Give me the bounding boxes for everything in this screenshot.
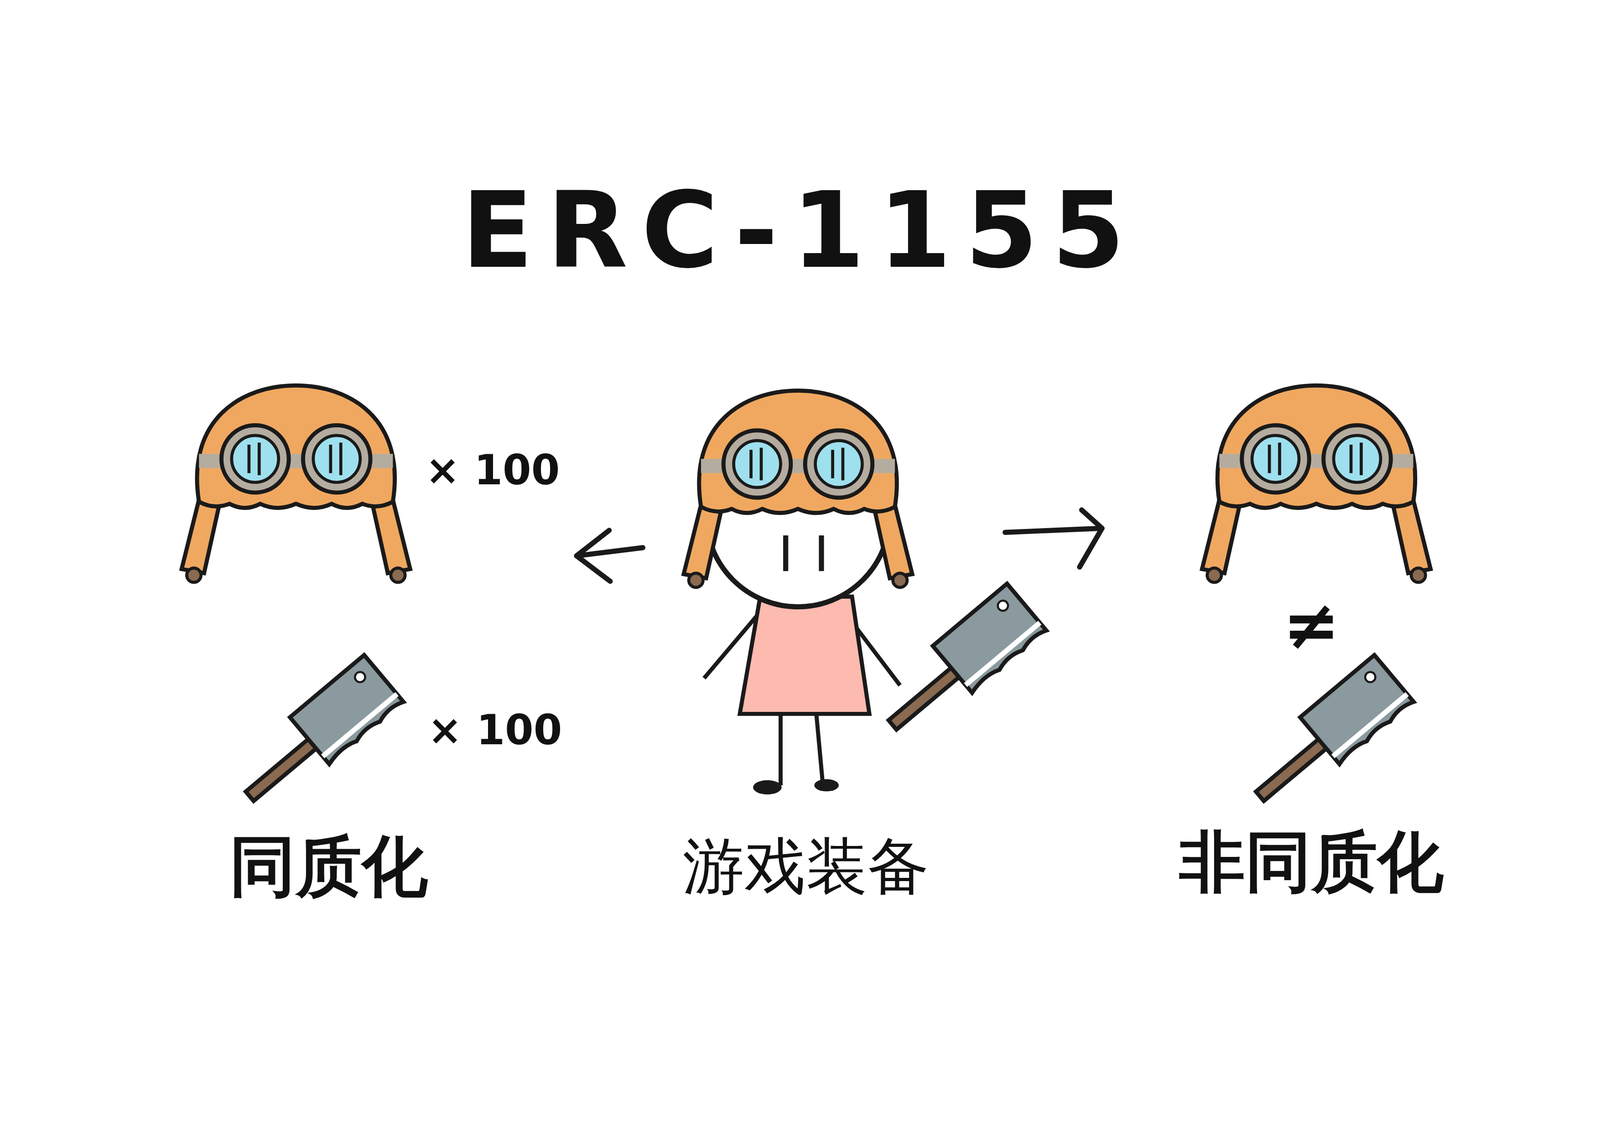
not-equal-sign: ≠: [1282, 587, 1341, 663]
hat-icon: [181, 385, 411, 583]
cleaver-icon: [227, 654, 404, 817]
category-label: 同质化: [229, 830, 428, 904]
category-label: 非同质化: [1179, 825, 1444, 899]
stick-figure: [683, 390, 1047, 795]
quantity-label: × 100: [425, 447, 561, 493]
cleaver-icon: [1237, 654, 1414, 817]
quantity-label: × 100: [427, 707, 563, 753]
arrow-left: [576, 530, 643, 582]
diagram-title: ERC-1155: [461, 172, 1139, 289]
center-caption: 游戏装备: [682, 832, 930, 901]
arrow-right: [1005, 509, 1103, 567]
hat-icon: [1201, 385, 1431, 583]
